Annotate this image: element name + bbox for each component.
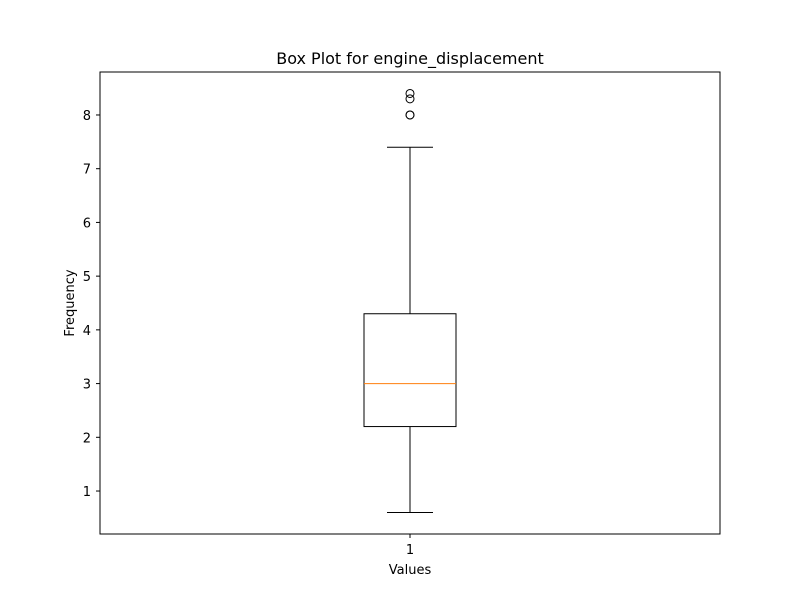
y-tick-label: 6 <box>83 216 91 231</box>
iqr-box <box>363 313 457 428</box>
y-tick-label: 7 <box>83 163 91 178</box>
x-tick-label: 1 <box>406 543 414 558</box>
outlier-point <box>405 88 415 98</box>
y-tick-label: 8 <box>83 109 91 124</box>
y-tick-label: 3 <box>83 378 91 393</box>
y-tick-label: 4 <box>83 324 91 339</box>
y-axis: 1 2 3 4 5 6 7 8 <box>83 109 100 500</box>
outlier-point <box>405 94 415 104</box>
x-axis-label: Values <box>389 563 432 578</box>
y-tick-label: 2 <box>83 431 91 446</box>
y-tick-label: 5 <box>83 270 91 285</box>
x-axis: 1 <box>406 534 414 558</box>
chart-title: Box Plot for engine_displacement <box>276 49 544 69</box>
outlier-point <box>405 110 415 120</box>
y-axis-label: Frequency <box>63 269 78 336</box>
box-series <box>363 88 457 514</box>
y-tick-label: 1 <box>83 485 91 500</box>
